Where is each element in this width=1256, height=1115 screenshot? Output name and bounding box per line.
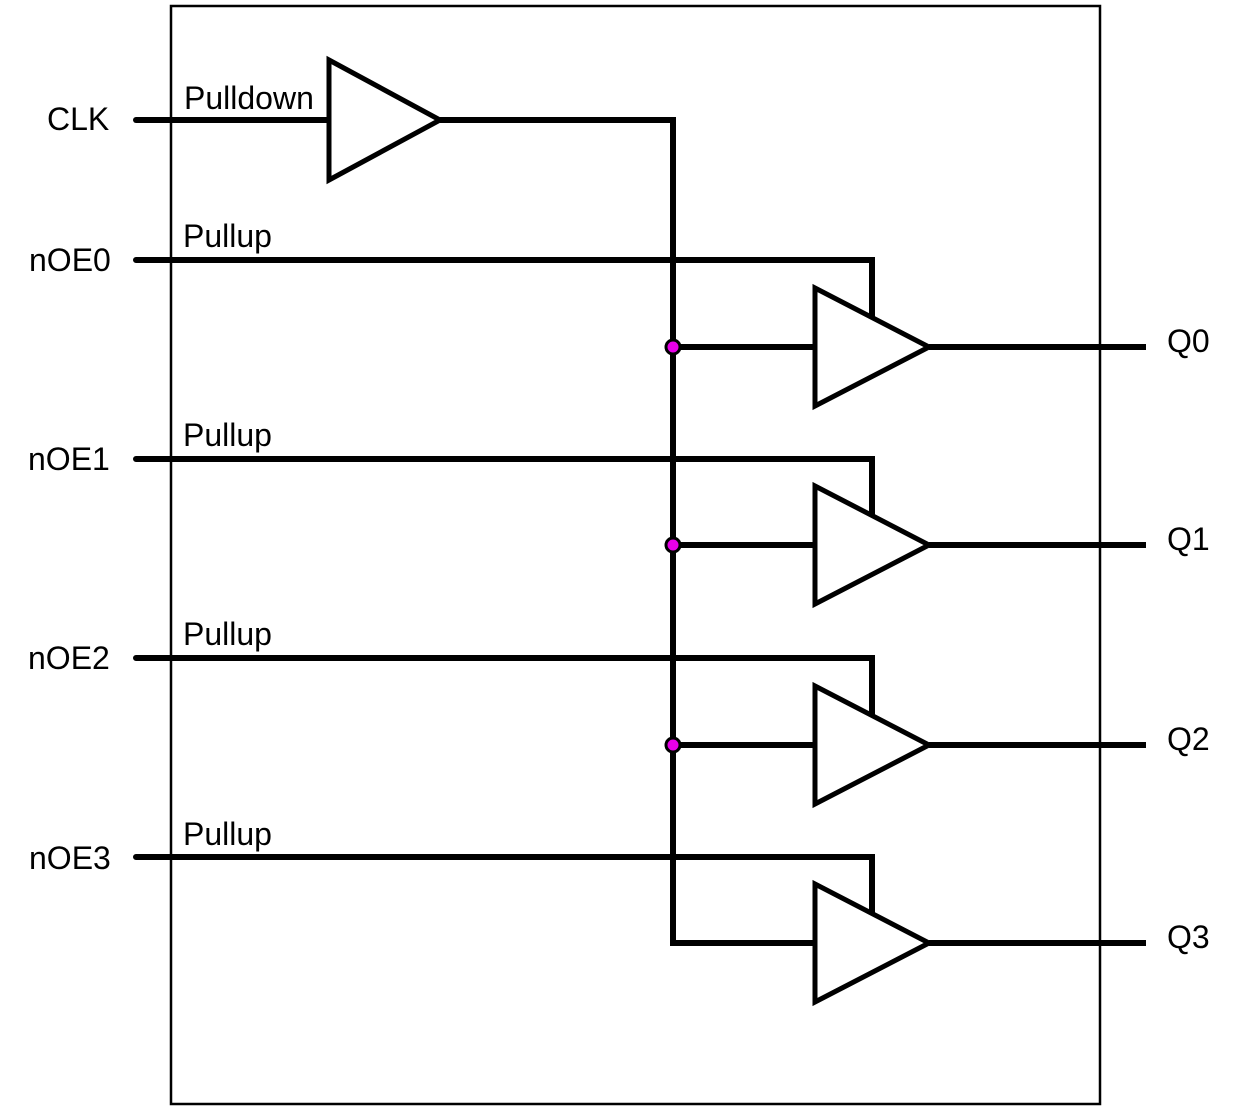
q3-output-buffer-icon xyxy=(812,879,935,1007)
noe2-enable-line xyxy=(133,655,875,719)
clk-label: CLK xyxy=(47,101,109,137)
device-boundary-box xyxy=(169,4,1102,1106)
q2-output-buffer-icon xyxy=(812,681,935,809)
q1-output-buffer-icon xyxy=(812,481,935,609)
noe0-label: nOE0 xyxy=(29,242,111,278)
noe1-label: nOE1 xyxy=(28,441,110,477)
q3-label: Q3 xyxy=(1167,919,1210,955)
noe3-label: nOE3 xyxy=(29,840,111,876)
pullup-label-noe2: Pullup xyxy=(183,616,272,652)
pullup-label-noe1: Pullup xyxy=(183,417,272,453)
noe1-enable-line xyxy=(133,456,875,519)
pullup-label-noe0: Pullup xyxy=(183,218,272,254)
junction-dot-q0 xyxy=(664,338,682,356)
q0-label: Q0 xyxy=(1167,323,1210,359)
q1-label: Q1 xyxy=(1167,521,1210,557)
junction-dot-q1 xyxy=(664,536,682,554)
pullup-label-noe3: Pullup xyxy=(183,816,272,852)
noe2-label: nOE2 xyxy=(28,640,110,676)
clock-distribution-trunk-line xyxy=(440,117,815,946)
pulldown-label-clk: Pulldown xyxy=(184,80,314,116)
junction-dot-q2 xyxy=(664,736,682,754)
q0-output-buffer-icon xyxy=(812,283,935,411)
clk-buffer-icon xyxy=(326,55,446,185)
noe3-enable-line xyxy=(133,854,875,917)
noe0-enable-line xyxy=(133,257,875,321)
q2-label: Q2 xyxy=(1167,721,1210,757)
